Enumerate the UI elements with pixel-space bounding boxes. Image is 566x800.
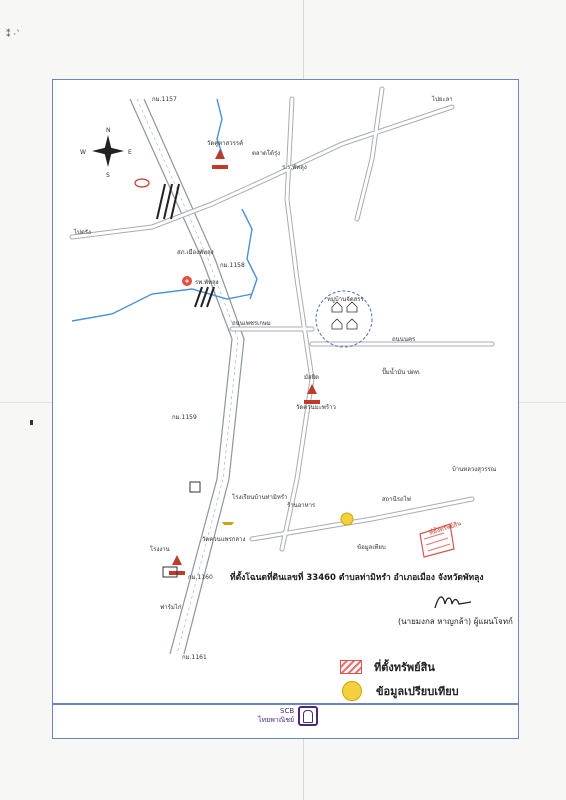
building-icon bbox=[189, 481, 201, 493]
location-map: N S E W ไปยะลา ไปตรัง กม.1157 กม.1158 กม… bbox=[69, 86, 497, 661]
compass-s: S bbox=[106, 172, 110, 179]
label-pump: ปั๊มน้ำมัน ปตท. bbox=[382, 366, 421, 376]
footer-divider bbox=[52, 703, 519, 705]
label-station: สถานีรถไฟ bbox=[382, 495, 411, 503]
label-km-top: กม.1157 bbox=[152, 96, 177, 103]
label-road-right: ถนนนคร bbox=[392, 336, 416, 343]
label-village2: บ้านหลวงสุวรรณ bbox=[452, 466, 497, 473]
legend-comp: ข้อมูลเปรียบเทียบ bbox=[340, 679, 459, 703]
highway bbox=[129, 98, 245, 655]
local-roads bbox=[69, 86, 495, 552]
label-village: หมู่บ้านจัดสรร bbox=[327, 296, 364, 303]
hatch-swatch-icon bbox=[340, 660, 362, 674]
label-school2: โรงเรียนบ้านท่ามิหรำ bbox=[232, 493, 287, 501]
property-caption: ที่ตั้งโฉนดที่ดินเลขที่ 33460 ตำบลท่ามิห… bbox=[230, 573, 484, 583]
label-police: สภ.เมืองพัทลุง bbox=[177, 248, 214, 256]
logo-text: SCB ไทยพาณิชย์ bbox=[258, 707, 294, 725]
river bbox=[71, 98, 258, 322]
signer-name: (นายมงกล หาญกล้า) ผู้แผนโจทก์ bbox=[398, 617, 513, 626]
temple-icon bbox=[304, 384, 320, 404]
map-legend: ที่ตั้งทรัพย์สิน ข้อมูลเปรียบเทียบ bbox=[340, 655, 459, 703]
label-km-low: กม.1159 bbox=[172, 414, 197, 421]
bank-icon bbox=[162, 566, 178, 578]
logo-line1: SCB bbox=[280, 707, 295, 715]
scb-logo: SCB ไทยพาณิชย์ bbox=[258, 706, 319, 726]
temple-icon bbox=[212, 149, 228, 169]
label-km-last: กม.1161 bbox=[182, 654, 207, 661]
label-temple1: วัดคูหาสวรรค์ bbox=[207, 139, 243, 147]
compass-e: E bbox=[128, 149, 132, 156]
label-market: ตลาดโต้รุ่ง bbox=[252, 149, 280, 157]
label-temple2: วัดควนมะพร้าว bbox=[296, 404, 336, 411]
label-road-mid: ถนนเพชรเกษม bbox=[232, 320, 271, 327]
label-factory: โรงงาน bbox=[150, 545, 170, 553]
scb-emblem-icon bbox=[298, 706, 319, 726]
logo-line2: ไทยพาณิชย์ bbox=[258, 716, 295, 724]
compass-w: W bbox=[80, 149, 86, 156]
legend-subject-label: ที่ตั้งทรัพย์สิน bbox=[374, 661, 435, 674]
temple-icon bbox=[169, 555, 185, 575]
village-circle bbox=[315, 290, 373, 348]
compass-n: N bbox=[106, 127, 111, 134]
label-shop: ร้านอาหาร bbox=[287, 502, 316, 509]
toyota-logo-icon bbox=[134, 178, 150, 188]
chevrolet-logo-icon bbox=[222, 522, 234, 525]
label-temple3: วัดควนแพรกลาง bbox=[202, 536, 245, 543]
hospital-icon bbox=[182, 276, 192, 286]
circle-swatch-icon bbox=[342, 681, 362, 701]
subject-property-marker bbox=[419, 523, 455, 558]
corner-scribble: ⁑ ·ˋ bbox=[6, 30, 21, 40]
compass-rose: N S E W bbox=[80, 127, 132, 179]
label-km-mid: กม.1158 bbox=[220, 262, 245, 269]
margin-mark bbox=[30, 420, 33, 425]
comparable-markers bbox=[340, 512, 354, 526]
label-road-right-top: ไปยะลา bbox=[431, 95, 453, 103]
label-subject: ที่ตั้งทรัพย์สิน bbox=[427, 517, 462, 537]
legend-comp-label: ข้อมูลเปรียบเทียบ bbox=[376, 685, 459, 698]
label-road-left: ไปตรัง bbox=[73, 228, 91, 236]
label-mosque: มัสยิด bbox=[304, 374, 319, 381]
label-hospital: รพ.พัทลุง bbox=[195, 279, 219, 286]
legend-subject: ที่ตั้งทรัพย์สิน bbox=[340, 655, 459, 679]
signature-image bbox=[434, 596, 472, 609]
label-comp: ข้อมูลเทียบ bbox=[357, 543, 386, 551]
label-farm: ฟาร์มไก่ bbox=[160, 603, 182, 611]
railway-marks bbox=[156, 183, 215, 308]
label-km-bottom: กม.1160 bbox=[188, 574, 213, 581]
label-school: ร.ร.พัทลุง bbox=[282, 164, 307, 171]
village-houses-icon bbox=[331, 301, 358, 330]
